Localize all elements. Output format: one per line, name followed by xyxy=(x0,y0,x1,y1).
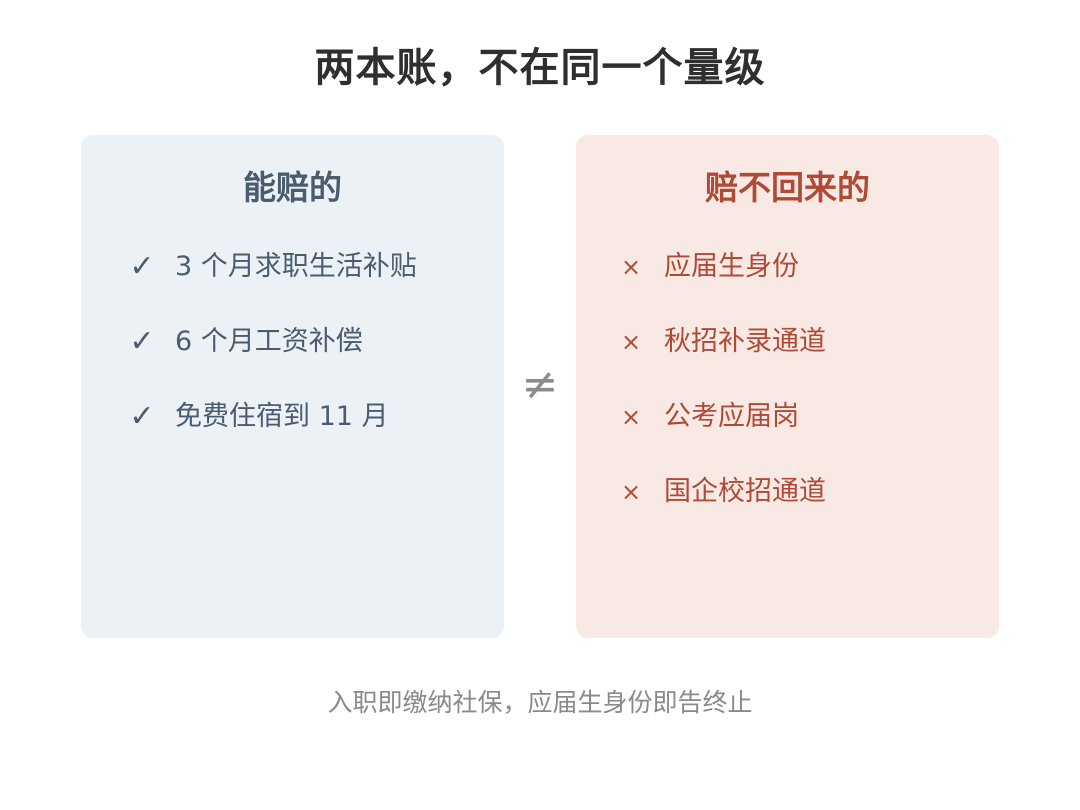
page-title: 两本账，不在同一个量级 xyxy=(314,45,766,91)
compensable-card: 能赔的 ✓ 3 个月求职生活补贴 ✓ 6 个月工资补偿 ✓ 免费住宿到 11 月 xyxy=(81,135,504,638)
list-item: ✓ 免费住宿到 11 月 xyxy=(81,395,504,470)
list-item-text: 秋招补录通道 xyxy=(664,326,826,357)
cross-icon: × xyxy=(620,403,642,431)
non-compensable-card: 赔不回来的 × 应届生身份 × 秋招补录通道 × 公考应届岗 × 国企校招通道 xyxy=(576,135,999,638)
list-item-text: 应届生身份 xyxy=(664,251,799,282)
list-item: × 应届生身份 xyxy=(576,245,999,320)
compensable-list: ✓ 3 个月求职生活补贴 ✓ 6 个月工资补偿 ✓ 免费住宿到 11 月 xyxy=(81,245,504,470)
list-item: ✓ 6 个月工资补偿 xyxy=(81,320,504,395)
list-item: × 公考应届岗 xyxy=(576,395,999,470)
non-compensable-heading: 赔不回来的 xyxy=(705,168,870,207)
list-item-text: 免费住宿到 11 月 xyxy=(175,401,389,432)
check-icon: ✓ xyxy=(129,249,155,284)
check-icon: ✓ xyxy=(129,324,155,359)
compensable-heading: 能赔的 xyxy=(243,168,342,207)
list-item: ✓ 3 个月求职生活补贴 xyxy=(81,245,504,320)
list-item: × 秋招补录通道 xyxy=(576,320,999,395)
non-compensable-list: × 应届生身份 × 秋招补录通道 × 公考应届岗 × 国企校招通道 xyxy=(576,245,999,545)
list-item-text: 国企校招通道 xyxy=(664,476,826,507)
cross-icon: × xyxy=(620,478,642,506)
cross-icon: × xyxy=(620,253,642,281)
not-equal-icon: ≠ xyxy=(521,359,559,410)
check-icon: ✓ xyxy=(129,399,155,434)
list-item: × 国企校招通道 xyxy=(576,470,999,545)
footnote: 入职即缴纳社保，应届生身份即告终止 xyxy=(327,688,753,717)
cross-icon: × xyxy=(620,328,642,356)
list-item-text: 公考应届岗 xyxy=(664,401,799,432)
list-item-text: 3 个月求职生活补贴 xyxy=(175,251,417,282)
list-item-text: 6 个月工资补偿 xyxy=(175,326,363,357)
